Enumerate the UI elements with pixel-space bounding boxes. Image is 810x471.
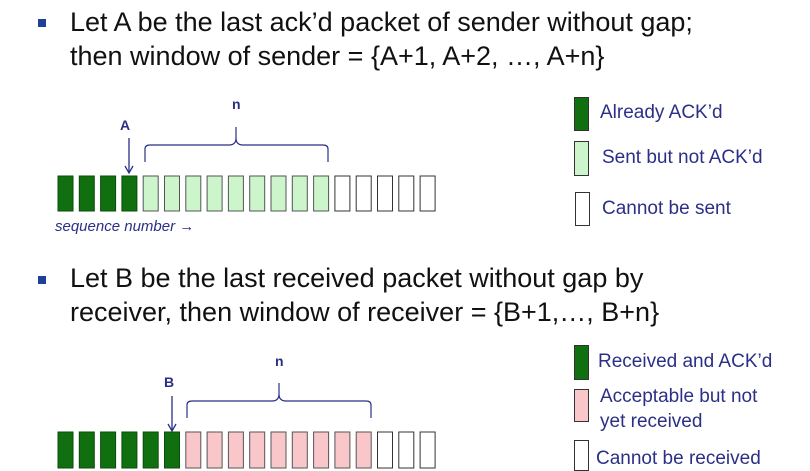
receiver-pointer-label: B xyxy=(164,374,175,390)
sender-packet-sent xyxy=(249,175,266,212)
receiver-packet-empty xyxy=(419,431,436,469)
sender-packet-sent xyxy=(227,175,244,212)
receiver-bullet-line1: Let B be the last received packet withou… xyxy=(70,263,644,293)
sender-packet-sent xyxy=(142,175,159,212)
receiver-packet-acceptable xyxy=(313,431,330,469)
sender-packet-sent xyxy=(164,175,180,212)
sender-packet-sent xyxy=(313,175,330,212)
receiver-bullet-line2: receiver, then window of receiver = {B+1… xyxy=(70,297,660,327)
receiver-packet-acked xyxy=(121,431,138,469)
legend-swatch-already-acked xyxy=(574,97,589,131)
sender-packet-empty xyxy=(398,175,415,212)
receiver-packet-acceptable xyxy=(334,431,351,469)
receiver-window-label: n xyxy=(275,353,284,369)
legend-text-already-acked: Already ACK’d xyxy=(600,102,723,123)
sender-window-label: n xyxy=(232,96,241,112)
legend-text-sent-not-acked: Sent but not ACK’d xyxy=(602,147,763,168)
receiver-packet-empty xyxy=(398,431,415,469)
receiver-packet-acked xyxy=(100,431,117,469)
sender-packet-sent xyxy=(206,175,223,212)
receiver-packet-acked xyxy=(164,431,180,469)
receiver-packet-acceptable xyxy=(355,431,372,469)
receiver-packet-acceptable xyxy=(270,431,287,469)
receiver-packet-row xyxy=(57,431,436,469)
sender-packet-acked xyxy=(121,175,138,212)
receiver-window-brace xyxy=(186,383,372,418)
receiver-packet-acked xyxy=(78,431,95,469)
receiver-pointer-arrow-head xyxy=(167,423,177,433)
receiver-packet-acked xyxy=(57,431,74,469)
legend-swatch-sent-not-acked xyxy=(574,141,589,176)
bullet-marker xyxy=(38,276,46,284)
sequence-number-label: sequence number → xyxy=(55,218,195,235)
receiver-packet-acceptable xyxy=(227,431,244,469)
sender-pointer-label: A xyxy=(120,117,131,133)
receiver-packet-acked xyxy=(142,431,159,469)
legend-text-cannot-be-sent: Cannot be sent xyxy=(602,198,731,219)
legend-text-received-acked: Received and ACK’d xyxy=(598,351,773,372)
sender-packet-sent xyxy=(291,175,308,212)
sender-packet-sent xyxy=(185,175,202,212)
legend-swatch-cannot-be-sent xyxy=(575,192,590,226)
sender-packet-acked xyxy=(100,175,117,212)
sender-packet-empty xyxy=(355,175,372,212)
sender-packet-empty xyxy=(419,175,436,212)
sender-packet-acked xyxy=(57,175,74,212)
receiver-packet-acceptable xyxy=(291,431,308,469)
sender-packet-empty xyxy=(377,175,393,212)
legend-swatch-acceptable xyxy=(574,389,589,422)
receiver-packet-empty xyxy=(377,431,393,469)
receiver-packet-acceptable xyxy=(206,431,223,469)
sender-packet-sent xyxy=(270,175,287,212)
bullet-marker xyxy=(38,19,46,27)
sender-packet-empty xyxy=(334,175,351,212)
legend-text-acceptable-line2: yet received xyxy=(600,411,703,432)
sender-bullet-line1: Let A be the last ack’d packet of sender… xyxy=(70,7,693,37)
sender-packet-row xyxy=(57,175,436,212)
legend-text-cannot-be-received: Cannot be received xyxy=(596,448,761,469)
sender-window-brace xyxy=(144,127,329,162)
legend-text-acceptable-line1: Acceptable but not xyxy=(600,386,758,407)
receiver-packet-acceptable xyxy=(249,431,266,469)
sender-packet-acked xyxy=(78,175,95,212)
sender-pointer-arrow-head xyxy=(124,165,134,175)
legend-swatch-received-acked xyxy=(574,345,589,380)
sender-bullet-line2: then window of sender = {A+1, A+2, …, A+… xyxy=(70,41,605,71)
receiver-packet-acceptable xyxy=(185,431,202,469)
